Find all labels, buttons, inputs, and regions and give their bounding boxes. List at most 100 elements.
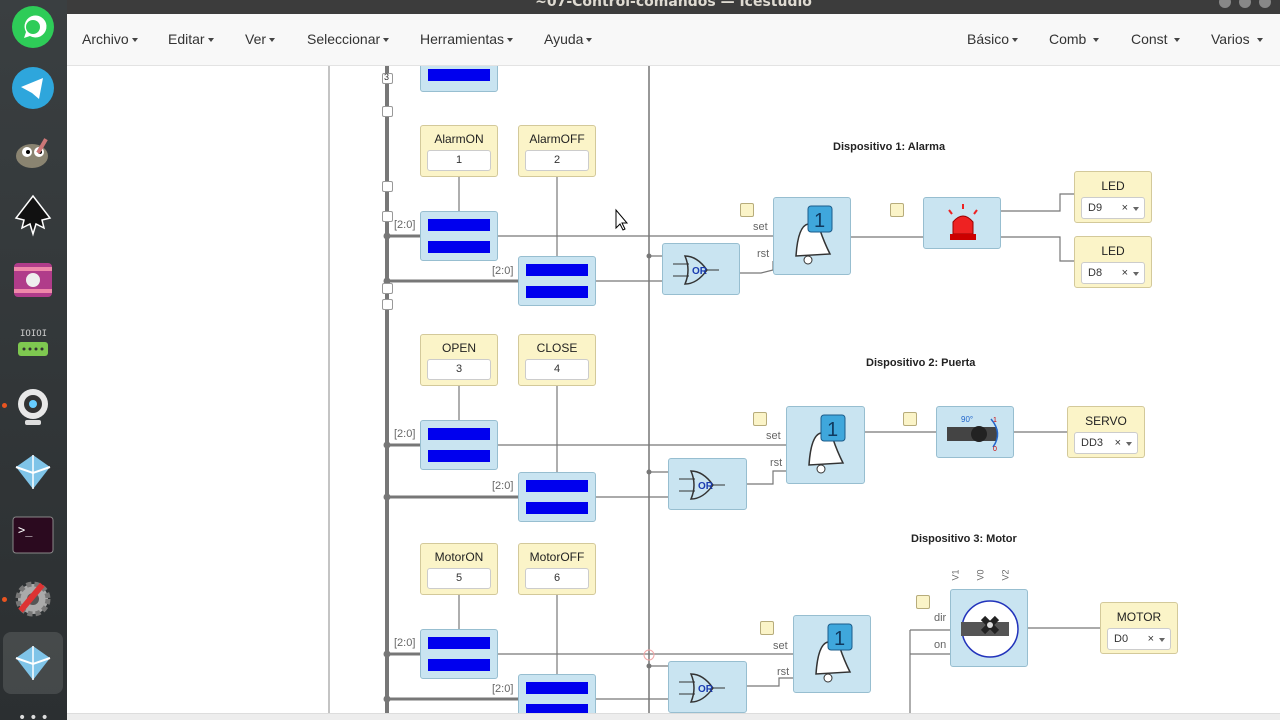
menu-label: Ver bbox=[245, 31, 267, 47]
clear-icon[interactable]: × bbox=[1121, 267, 1128, 279]
flipflop-block[interactable]: 1 bbox=[773, 197, 851, 275]
video-icon[interactable] bbox=[8, 255, 58, 305]
constant-value-input[interactable]: 1 bbox=[427, 150, 491, 171]
dropdown-arrow-icon[interactable] bbox=[1133, 272, 1139, 276]
port-label: rst bbox=[770, 457, 783, 469]
port-label: set bbox=[753, 221, 768, 233]
constant-block[interactable]: MotorOFF 6 bbox=[518, 543, 596, 595]
motor-icon bbox=[961, 600, 1019, 658]
servo-block[interactable]: 90° 1 0 bbox=[936, 406, 1014, 458]
close-button[interactable] bbox=[1259, 0, 1271, 8]
pin-select[interactable]: D0 × bbox=[1107, 628, 1171, 650]
pin-select[interactable]: D8× bbox=[1081, 262, 1145, 284]
menu-seleccionar[interactable]: Seleccionar bbox=[307, 31, 390, 47]
constant-name: CLOSE bbox=[536, 341, 578, 355]
caret-down-icon bbox=[1093, 38, 1100, 43]
running-indicator bbox=[2, 403, 7, 408]
output-pin-block[interactable]: SERVO DD3× bbox=[1067, 406, 1145, 458]
minimize-button[interactable] bbox=[1219, 0, 1231, 8]
menu-archivo[interactable]: Archivo bbox=[82, 31, 138, 47]
constant-value-input[interactable]: 6 bbox=[525, 568, 589, 589]
svg-text:OR: OR bbox=[692, 266, 708, 277]
inkscape-icon[interactable] bbox=[8, 190, 58, 240]
input-port[interactable] bbox=[740, 203, 754, 217]
menu-basico[interactable]: Básico bbox=[967, 31, 1019, 47]
flipflop-block[interactable]: 1 bbox=[793, 615, 871, 693]
bus-comparator-block[interactable] bbox=[420, 420, 498, 470]
port-label: dir bbox=[934, 612, 947, 624]
bus-comparator-block[interactable] bbox=[518, 472, 596, 522]
whatsapp-icon[interactable] bbox=[8, 2, 58, 52]
menu-ver[interactable]: Ver bbox=[245, 31, 276, 47]
webcam-icon[interactable] bbox=[8, 382, 58, 432]
input-port[interactable] bbox=[753, 412, 767, 426]
icestudio-active-icon[interactable] bbox=[3, 632, 63, 694]
maximize-button[interactable] bbox=[1239, 0, 1251, 8]
menu-label: Archivo bbox=[82, 31, 129, 47]
clear-icon[interactable]: × bbox=[1147, 633, 1154, 645]
terminal-icon[interactable]: >_ bbox=[8, 510, 58, 560]
show-apps-icon[interactable]: ••• bbox=[18, 710, 52, 726]
constant-block[interactable]: AlarmON 1 bbox=[420, 125, 498, 177]
gimp-icon[interactable] bbox=[8, 128, 58, 178]
or-gate-block[interactable]: OR bbox=[668, 661, 747, 713]
bus-comparator-block[interactable] bbox=[518, 256, 596, 306]
clear-icon[interactable]: × bbox=[1114, 437, 1121, 449]
constant-name: MotorON bbox=[434, 550, 484, 564]
menu-label: Editar bbox=[168, 31, 205, 47]
menu-herramientas[interactable]: Herramientas bbox=[420, 31, 514, 47]
bus-bar bbox=[526, 264, 588, 276]
dropdown-arrow-icon[interactable] bbox=[1133, 207, 1139, 211]
menu-varios[interactable]: Varios bbox=[1211, 31, 1263, 47]
bell-icon: 1 bbox=[815, 623, 853, 683]
serial-icon[interactable]: IOIOI bbox=[8, 318, 58, 368]
pin-value: D0 bbox=[1114, 633, 1129, 645]
constant-value-input[interactable]: 5 bbox=[427, 568, 491, 589]
constant-block[interactable]: AlarmOFF 2 bbox=[518, 125, 596, 177]
flipflop-block[interactable]: 1 bbox=[786, 406, 865, 484]
window-titlebar: ~07-Control-comandos — Icestudio bbox=[67, 0, 1280, 14]
menu-label: Ayuda bbox=[544, 31, 584, 47]
constant-value-input[interactable]: 3 bbox=[427, 359, 491, 380]
dropdown-arrow-icon[interactable] bbox=[1126, 442, 1132, 446]
svg-text:0: 0 bbox=[993, 446, 997, 453]
design-canvas[interactable]: 3 AlarmON 1 AlarmOFF 2 OPEN 3 CLOSE 4 Mo… bbox=[67, 66, 1280, 720]
bus-comparator-block[interactable] bbox=[420, 211, 498, 261]
constant-value-input[interactable]: 4 bbox=[525, 359, 589, 380]
input-port[interactable] bbox=[890, 203, 904, 217]
menu-const[interactable]: Const bbox=[1131, 31, 1181, 47]
output-pin-block[interactable]: MOTOR D0× bbox=[1100, 602, 1178, 654]
bus-splitter-block[interactable] bbox=[420, 66, 498, 92]
output-pin-block[interactable]: LED D8× bbox=[1074, 236, 1152, 288]
constant-value-input[interactable]: 2 bbox=[525, 150, 589, 171]
bus-bar bbox=[428, 219, 490, 231]
input-port[interactable] bbox=[916, 595, 930, 609]
alarm-block[interactable] bbox=[923, 197, 1001, 249]
constant-block[interactable]: OPEN 3 bbox=[420, 334, 498, 386]
telegram-icon[interactable] bbox=[8, 63, 58, 113]
pin-value: D9 bbox=[1088, 202, 1103, 214]
menu-editar[interactable]: Editar bbox=[168, 31, 214, 47]
input-port[interactable] bbox=[903, 412, 917, 426]
pin-select[interactable]: DD3× bbox=[1074, 432, 1138, 454]
settings-icon[interactable] bbox=[8, 574, 58, 624]
menu-ayuda[interactable]: Ayuda bbox=[544, 31, 593, 47]
menu-label: Seleccionar bbox=[307, 31, 381, 47]
dropdown-arrow-icon[interactable] bbox=[1159, 638, 1165, 642]
constant-block[interactable]: MotorON 5 bbox=[420, 543, 498, 595]
motor-block[interactable] bbox=[950, 589, 1028, 667]
icestudio-icon[interactable] bbox=[8, 447, 58, 497]
output-pin-block[interactable]: LED D9 × bbox=[1074, 171, 1152, 223]
constant-block[interactable]: CLOSE 4 bbox=[518, 334, 596, 386]
output-name: LED bbox=[1101, 244, 1125, 258]
pin-select[interactable]: D9 × bbox=[1081, 197, 1145, 219]
output-name: LED bbox=[1101, 179, 1125, 193]
or-gate-block[interactable]: OR bbox=[662, 243, 740, 295]
or-gate-block[interactable]: OR bbox=[668, 458, 747, 510]
menu-bar: Archivo Editar Ver Seleccionar Herramien… bbox=[67, 14, 1280, 66]
clear-icon[interactable]: × bbox=[1121, 202, 1128, 214]
bus-comparator-block[interactable] bbox=[420, 629, 498, 679]
menu-comb[interactable]: Comb bbox=[1049, 31, 1100, 47]
input-port[interactable] bbox=[760, 621, 774, 635]
svg-text:OR: OR bbox=[698, 481, 714, 492]
